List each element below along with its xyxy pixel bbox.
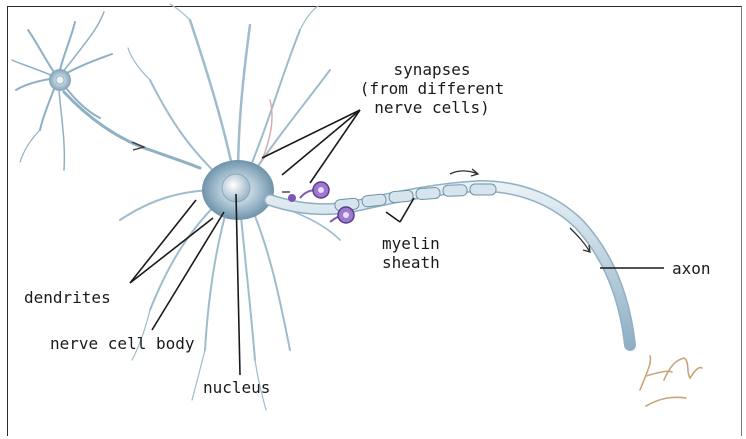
axon [270, 186, 630, 345]
label-synapses: synapses (from different nerve cells) [332, 60, 532, 117]
label-nerve-cell-body: nerve cell body [50, 334, 195, 353]
label-myelin-line2: sheath [382, 253, 440, 272]
label-myelin-sheath: myelin sheath [382, 234, 440, 272]
label-synapses-line2: (from different [332, 79, 532, 98]
label-synapses-line3: nerve cells) [332, 98, 532, 117]
small-neuron [12, 12, 200, 170]
label-myelin-line1: myelin [382, 234, 440, 253]
label-axon: axon [672, 259, 711, 278]
label-nucleus: nucleus [203, 378, 270, 397]
label-synapses-line1: synapses [332, 60, 532, 79]
arrow-icon [450, 169, 478, 176]
label-dendrites: dendrites [24, 288, 111, 307]
artist-signature [640, 356, 702, 406]
